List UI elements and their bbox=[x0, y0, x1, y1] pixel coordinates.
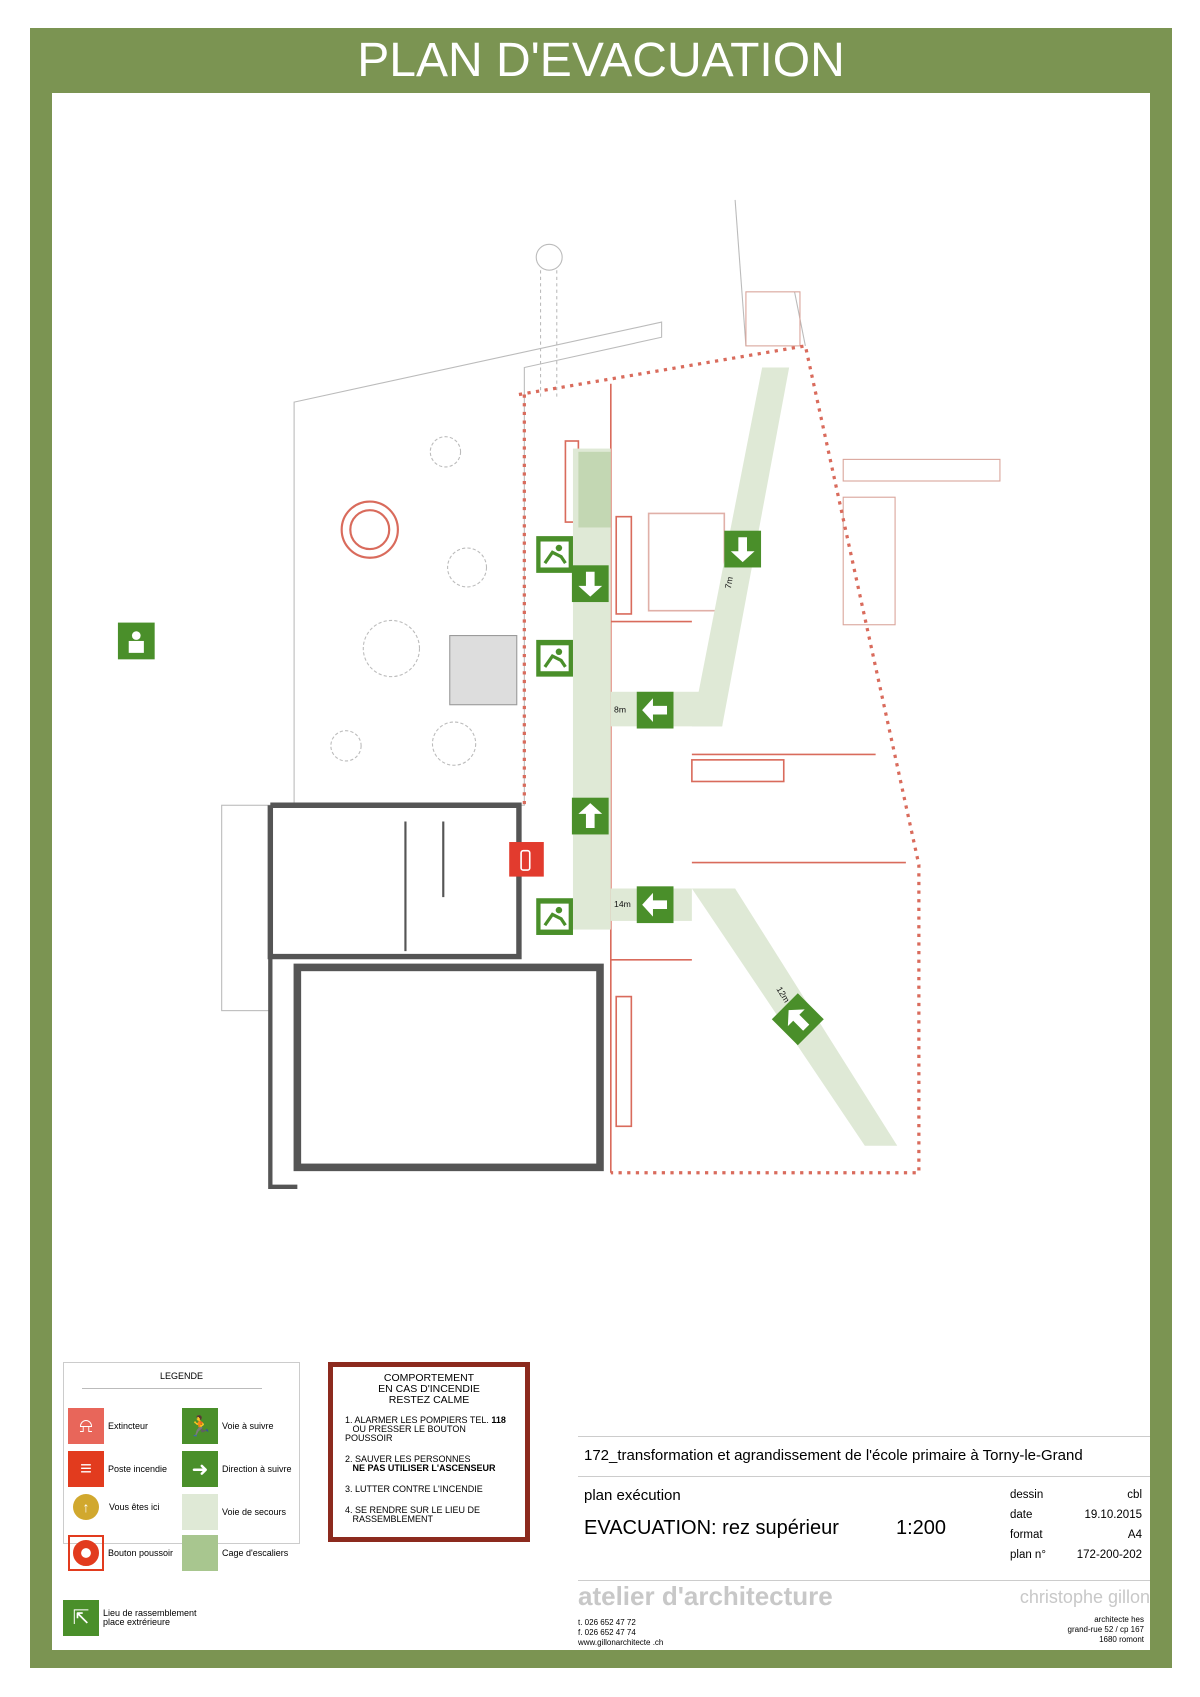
legend-title: LEGENDE bbox=[159, 1371, 203, 1381]
alarm-button-icon bbox=[68, 1535, 104, 1571]
drawing-title: EVACUATION: rez supérieur bbox=[584, 1517, 839, 1539]
distance-7m: 7m bbox=[723, 576, 735, 590]
exit-running-man-icon: 🏃 bbox=[182, 1408, 218, 1444]
project-name: 172_transformation et agrandissement de … bbox=[584, 1447, 1083, 1464]
drawing-scale: 1:200 bbox=[896, 1517, 947, 1539]
title-block: 172_transformation et agrandissement de … bbox=[578, 1436, 1150, 1653]
step-4: 4. SE RENDRE SUR LE LIEU DE RASSEMBLEMEN… bbox=[345, 1505, 481, 1524]
direction-arrow-icon bbox=[571, 797, 609, 835]
exterior-wall bbox=[518, 344, 921, 1175]
arrow-right-icon: ➜ bbox=[182, 1451, 218, 1487]
direction-arrow-icon bbox=[636, 691, 674, 729]
old-building-walls bbox=[267, 802, 522, 960]
legend-extinguisher: ⍾Extincteur bbox=[68, 1408, 148, 1444]
legend: LEGENDE ⍾Extincteur 🏃Voie à suivre ≡Post… bbox=[63, 1362, 300, 1571]
plan-phase: plan exécution bbox=[584, 1487, 681, 1504]
stair-cage bbox=[578, 451, 611, 528]
legend-you-are-here: ↑Vous êtes ici bbox=[68, 1494, 160, 1520]
assembly-point-icon: ⇱ bbox=[63, 1600, 99, 1636]
exit-sign-icon bbox=[536, 898, 573, 935]
legend-escape-route: Voie de secours bbox=[182, 1494, 286, 1530]
exit-sign-icon bbox=[536, 536, 573, 573]
you-are-here-icon: ↑ bbox=[73, 1494, 99, 1520]
direction-arrow-icon bbox=[571, 565, 609, 603]
extinguisher-icon: ⍾ bbox=[68, 1408, 104, 1444]
field-3: plan n°172-200-202 bbox=[1010, 1549, 1142, 1561]
legend-direction: ➜Direction à suivre bbox=[182, 1451, 292, 1487]
firm-name: atelier d'architecture bbox=[578, 1581, 833, 1611]
escape-route-main bbox=[572, 448, 611, 930]
legend-alarm-button: Bouton poussoir bbox=[68, 1535, 173, 1571]
architect-name: christophe gillon bbox=[1019, 1587, 1150, 1607]
exit-sign-icon bbox=[536, 639, 573, 677]
extinguisher-icon bbox=[509, 842, 544, 877]
distance-8m: 8m bbox=[614, 704, 626, 714]
direction-arrow-icon bbox=[724, 530, 762, 568]
legend-exit-route: 🏃Voie à suivre bbox=[182, 1408, 274, 1444]
stair-hatch bbox=[449, 635, 518, 706]
assembly-point-icon bbox=[117, 622, 155, 660]
fire-hose-icon: ≡ bbox=[68, 1451, 104, 1487]
legend-stair-cage: Cage d'escaliers bbox=[182, 1535, 288, 1571]
distance-14m: 14m bbox=[614, 899, 631, 909]
step-2: 2. SAUVER LES PERSONNES NE PAS UTILISER … bbox=[345, 1454, 496, 1473]
step-3: 3. LUTTER CONTRE L'INCENDIE bbox=[345, 1484, 483, 1494]
direction-arrow-icon bbox=[771, 993, 824, 1046]
step-1: 1. ALARMER LES POMPIERS TEL. 118 OU PRES… bbox=[345, 1415, 506, 1443]
page-title: PLAN D'EVACUATION bbox=[357, 34, 845, 87]
legend-fire-hose: ≡Poste incendie bbox=[68, 1451, 167, 1487]
direction-arrow-icon bbox=[636, 886, 674, 924]
